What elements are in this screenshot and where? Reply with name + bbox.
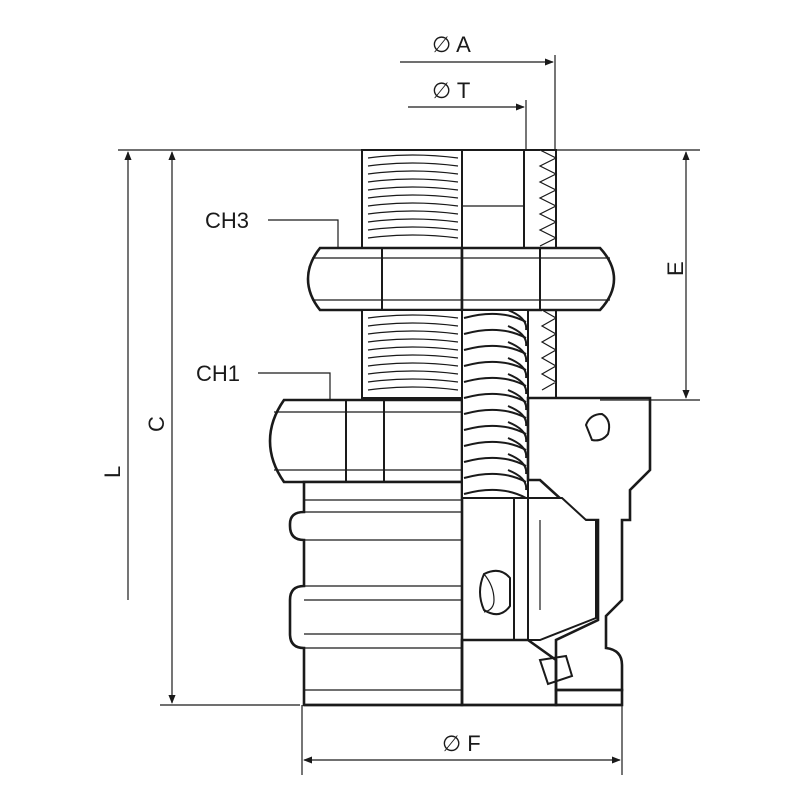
label-ch1: CH1 bbox=[196, 361, 240, 386]
side-port bbox=[479, 569, 511, 616]
upper-o-ring bbox=[584, 412, 611, 442]
ch1-nut bbox=[268, 398, 464, 484]
spring bbox=[461, 309, 529, 499]
label-dim-c: C bbox=[144, 416, 169, 432]
ch3-nut bbox=[306, 246, 464, 312]
section-view bbox=[304, 149, 652, 707]
label-dim-t: ∅ T bbox=[432, 78, 470, 103]
label-dim-f: ∅ F bbox=[442, 731, 481, 756]
upper-thread bbox=[367, 154, 459, 239]
body-exterior bbox=[288, 480, 464, 707]
lower-o-ring bbox=[538, 654, 574, 686]
label-dim-a: ∅ A bbox=[432, 32, 471, 57]
middle-thread bbox=[367, 314, 459, 391]
label-dim-e: E bbox=[663, 261, 688, 276]
exterior-view bbox=[268, 149, 464, 707]
dimension-labels: ∅ A ∅ T CH3 CH1 ∅ F E C L bbox=[100, 32, 688, 756]
label-ch3: CH3 bbox=[205, 208, 249, 233]
label-dim-l: L bbox=[100, 466, 125, 478]
